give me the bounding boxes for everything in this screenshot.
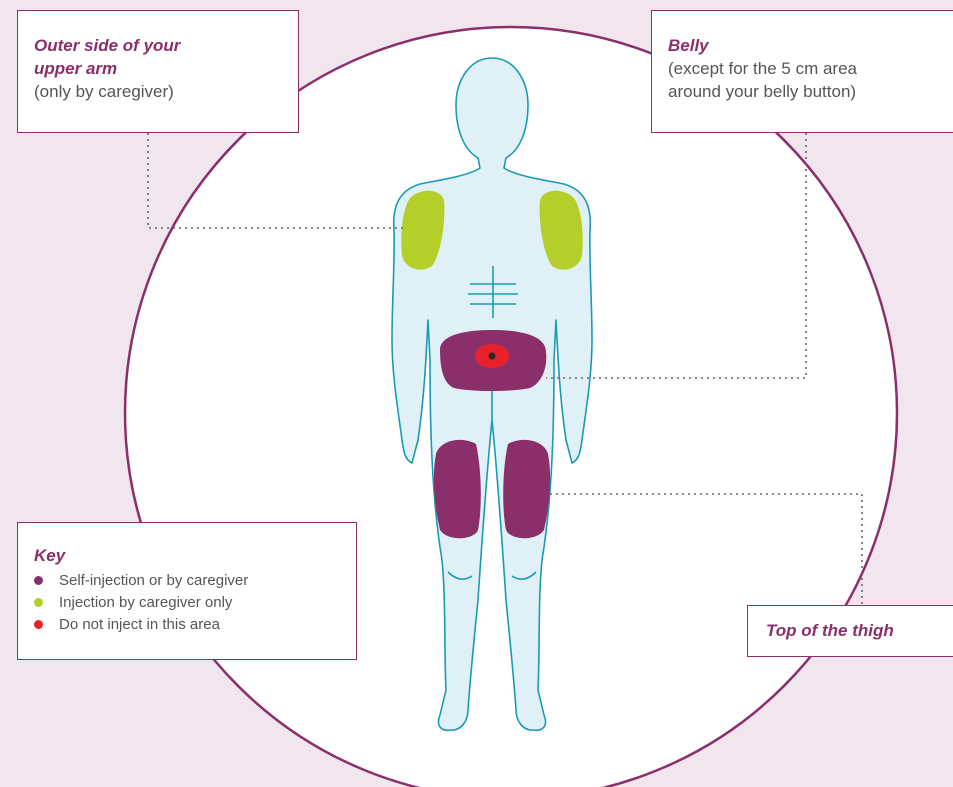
thigh-title: Top of the thigh xyxy=(766,620,953,643)
purple-dot-icon xyxy=(34,576,43,585)
right-thigh-zone xyxy=(503,440,550,538)
key-item-self-injection: Self-injection or by caregiver xyxy=(34,570,340,592)
left-thigh-zone xyxy=(434,440,481,538)
upper-arm-title-line2: upper arm xyxy=(34,58,282,81)
belly-callout: Belly (except for the 5 cm area around y… xyxy=(651,10,953,133)
belly-note-line2: around your belly button) xyxy=(668,81,943,104)
upper-arm-note: (only by caregiver) xyxy=(34,81,282,104)
green-dot-icon xyxy=(34,598,43,607)
key-item-caregiver-only: Injection by caregiver only xyxy=(34,592,340,614)
legend-key: Key Self-injection or by caregiver Injec… xyxy=(17,522,357,660)
thigh-callout: Top of the thigh xyxy=(747,605,953,657)
key-title: Key xyxy=(34,545,340,568)
key-item-label: Injection by caregiver only xyxy=(59,593,232,613)
upper-arm-callout: Outer side of your upper arm (only by ca… xyxy=(17,10,299,133)
belly-title: Belly xyxy=(668,35,943,58)
belly-note-line1: (except for the 5 cm area xyxy=(668,58,943,81)
key-item-do-not-inject: Do not inject in this area xyxy=(34,614,340,636)
belly-button xyxy=(489,353,496,360)
key-item-label: Do not inject in this area xyxy=(59,615,220,635)
upper-arm-title-line1: Outer side of your xyxy=(34,35,282,58)
red-dot-icon xyxy=(34,620,43,629)
key-item-label: Self-injection or by caregiver xyxy=(59,571,248,591)
